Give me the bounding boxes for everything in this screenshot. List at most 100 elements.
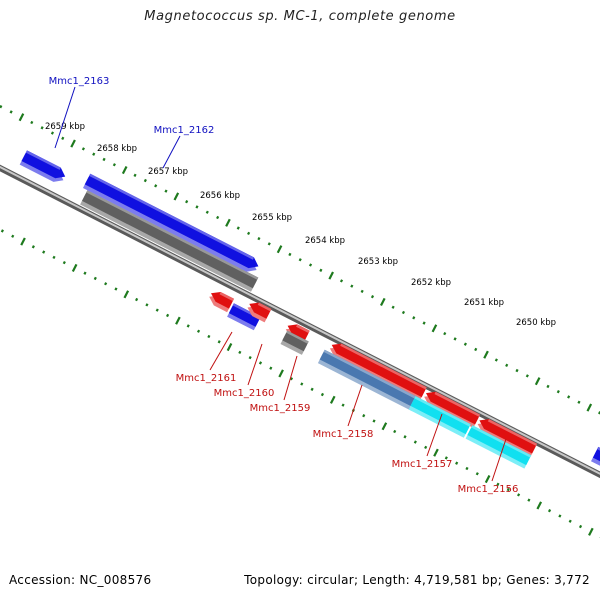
gene-label-mmc1-2163: Mmc1_2163	[49, 76, 110, 87]
gene-mmc1-2161-block-face	[228, 303, 261, 327]
gene-label-mmc1-2162-leader	[162, 135, 181, 169]
gene-mmc1-2163-block	[19, 150, 66, 182]
gene-red-small-2	[247, 302, 272, 323]
inner-tick-track-tick	[0, 229, 4, 233]
outer-tick-track-tick	[185, 200, 189, 204]
scale-label: 2656 kbp	[200, 191, 240, 201]
inner-tick-track-tick	[475, 472, 479, 476]
gene-red-small-1-highlight	[219, 292, 234, 302]
inner-tick-track-tick	[20, 237, 26, 246]
inner-tick-track-tick	[536, 501, 543, 510]
gene-label-mmc1-2157-leader	[426, 413, 443, 457]
gene-label-mmc1-2157: Mmc1_2157	[392, 459, 453, 470]
outer-tick-track-tick	[276, 245, 283, 254]
outer-tick-track-tick	[267, 242, 271, 246]
outer-tick-track-tick	[525, 374, 529, 378]
gene-label-mmc1-2156: Mmc1_2156	[458, 484, 519, 495]
outer-tick-track-tick	[133, 173, 137, 177]
gene-label-mmc1-2162: Mmc1_2162	[154, 125, 215, 136]
outer-tick-track-tick	[515, 368, 519, 373]
rna-block-2162-highlight	[86, 190, 259, 280]
inner-tick-track-tick	[83, 271, 87, 275]
inner-tick-track-tick	[175, 316, 181, 325]
inner-tick-track-tick	[114, 287, 118, 291]
inner-tick-track-tick	[248, 355, 252, 360]
gene-steel-block-face	[319, 349, 420, 408]
outer-tick-track-tick	[225, 218, 231, 227]
inner-tick-track-tick	[444, 456, 448, 460]
accession-text: Accession: NC_008576	[9, 573, 152, 587]
outer-tick-track-tick	[81, 147, 85, 151]
outer-tick-track-tick	[18, 113, 25, 122]
inner-tick-track-tick	[403, 435, 407, 439]
gene-label-mmc1-2160: Mmc1_2160	[214, 388, 275, 399]
inner-tick-track-tick	[329, 395, 336, 404]
gene-mmc1-2162-block-highlight	[89, 173, 254, 260]
scale-label: 2650 kbp	[516, 318, 556, 328]
inner-tick-track-tick	[238, 350, 242, 355]
inner-tick-track-tick	[393, 429, 397, 434]
gene-red-long-3-face	[479, 419, 538, 454]
gene-label-mmc1-2156-leader	[491, 438, 507, 482]
scale-label: 2657 kbp	[148, 167, 188, 177]
outer-tick-track-tick	[70, 139, 76, 148]
inner-tick-track-tick	[93, 276, 97, 281]
inner-tick-track-tick	[31, 245, 35, 249]
outer-tick-track-tick	[401, 310, 406, 315]
outer-tick-track-tick	[494, 358, 498, 362]
scale-label: 2652 kbp	[411, 278, 451, 288]
outer-tick-track-tick	[298, 258, 302, 262]
outer-tick-track-tick	[112, 163, 116, 167]
gene-cyan-2-highlight	[471, 425, 532, 458]
inner-tick-track-tick	[362, 414, 366, 418]
inner-tick-track-tick	[123, 290, 130, 299]
scale-label: 2653 kbp	[358, 257, 398, 267]
outer-tick-track-tick	[350, 284, 354, 288]
outer-tick-track-tick	[567, 395, 571, 399]
outer-tick-track-tick	[205, 210, 209, 214]
inner-tick-track-tick	[71, 263, 78, 272]
gene-steel-block	[317, 349, 420, 412]
outer-tick-track-tick	[143, 178, 147, 183]
outer-tick-track-tick	[319, 268, 323, 272]
outer-tick-track-tick	[121, 165, 128, 175]
gene-label-mmc1-2161-leader	[209, 331, 233, 371]
rna-block-2159-highlight	[286, 330, 309, 344]
outer-tick-track-tick	[380, 297, 386, 307]
inner-tick-track-tick	[465, 466, 469, 471]
outer-tick-track-tick	[236, 226, 240, 230]
map-title: Magnetococcus sp. MC-1, complete genome	[144, 9, 456, 24]
scale-label: 2659 kbp	[45, 122, 85, 132]
gene-mmc1-2163-block-highlight	[25, 150, 61, 170]
outer-tick-track-tick	[173, 192, 180, 201]
inner-tick-track-tick	[166, 313, 170, 318]
outer-tick-track-tick	[431, 324, 438, 333]
gene-label-mmc1-2159: Mmc1_2159	[250, 403, 311, 414]
outer-tick-track-tick	[30, 120, 34, 125]
outer-tick-track-tick	[50, 131, 55, 135]
scale-label: 2651 kbp	[464, 298, 504, 308]
outer-tick-track-tick	[288, 252, 292, 257]
inner-tick-track-tick	[269, 366, 273, 370]
outer-tick-track-tick	[92, 152, 96, 156]
outer-tick-track-tick	[370, 295, 375, 299]
scale-label: 2655 kbp	[252, 213, 292, 223]
inner-tick-track-tick	[62, 260, 66, 265]
outer-tick-track-tick	[422, 321, 426, 325]
inner-tick-track-tick	[300, 382, 304, 386]
outer-tick-track-tick	[586, 403, 593, 412]
gene-label-mmc1-2160-leader	[247, 343, 263, 386]
outer-tick-track-tick	[9, 110, 13, 114]
inner-tick-track-tick	[433, 448, 439, 457]
inner-tick-track-tick	[11, 234, 15, 238]
inner-tick-track-tick	[42, 250, 46, 254]
rna-block-2162	[80, 190, 259, 292]
inner-tick-track-tick	[186, 324, 190, 328]
inner-tick-track-tick	[207, 334, 211, 339]
inner-tick-track-tick	[568, 519, 572, 523]
topology-text: Topology: circular; Length: 4,719,581 bp…	[244, 573, 590, 587]
inner-tick-track-tick	[424, 445, 428, 450]
outer-tick-track-tick	[247, 231, 251, 236]
